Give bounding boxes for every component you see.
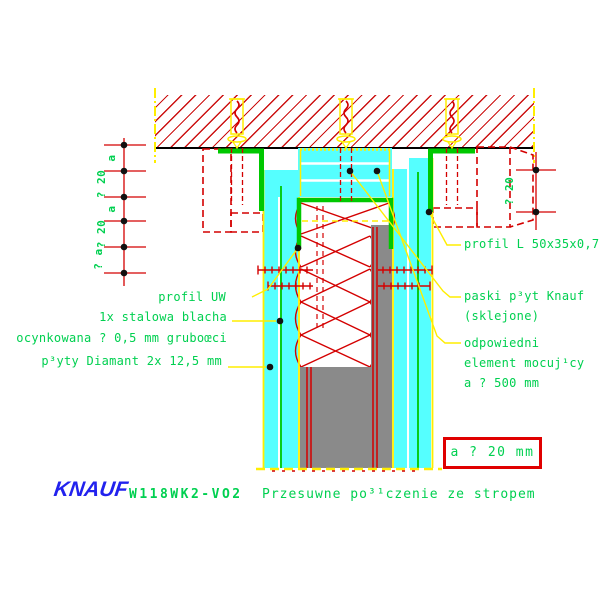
l-profile-right (428, 148, 475, 212)
label-paski-2: (sklejone) (464, 309, 540, 323)
label-plyty: p³yty Diamant 2x 12,5 mm (41, 354, 222, 368)
uw-profile (296, 197, 394, 249)
section-cut-line (256, 467, 442, 472)
label-profil-l: profil L 50x35x0,7 (464, 237, 600, 251)
dim-label-right: ? 20 (503, 176, 516, 206)
stud-fill (300, 225, 392, 468)
label-blacha-2: ocynkowana ? 0,5 mm gruboœci (16, 331, 227, 345)
drawing-code: W118WK2-VO2 (129, 487, 243, 502)
note-box: a ? 20 mm (443, 437, 542, 469)
hidden-bracket-right (432, 146, 534, 228)
knauf-board-strips (298, 148, 392, 197)
label-element-2: element mocuj¹cy (464, 356, 585, 370)
label-blacha-1: 1x stalowa blacha (99, 310, 227, 324)
wall-boards-right (394, 169, 431, 468)
dim-label-left-5: ? a (92, 248, 105, 270)
dimension-right (516, 152, 556, 230)
drawing-title: Przesuwne po³¹czenie ze stropem (262, 487, 536, 502)
label-paski-1: paski p³yt Knauf (464, 289, 585, 303)
hidden-bracket-left (202, 148, 264, 233)
insulation-hatch (294, 202, 396, 368)
label-element-3: a ? 500 mm (464, 376, 540, 390)
wall-boards-left (264, 170, 298, 468)
knauf-logo: KNAUF (52, 478, 130, 501)
label-profil-uw: profil UW (158, 290, 226, 304)
wall-board-right-top (409, 158, 431, 169)
note-box-text: a ? 20 mm (450, 445, 535, 460)
l-profile-left (218, 148, 264, 211)
ceiling-slab-hatch (155, 95, 534, 149)
hidden-lines-cavity (316, 206, 324, 330)
label-element-1: odpowiedni (464, 336, 540, 350)
